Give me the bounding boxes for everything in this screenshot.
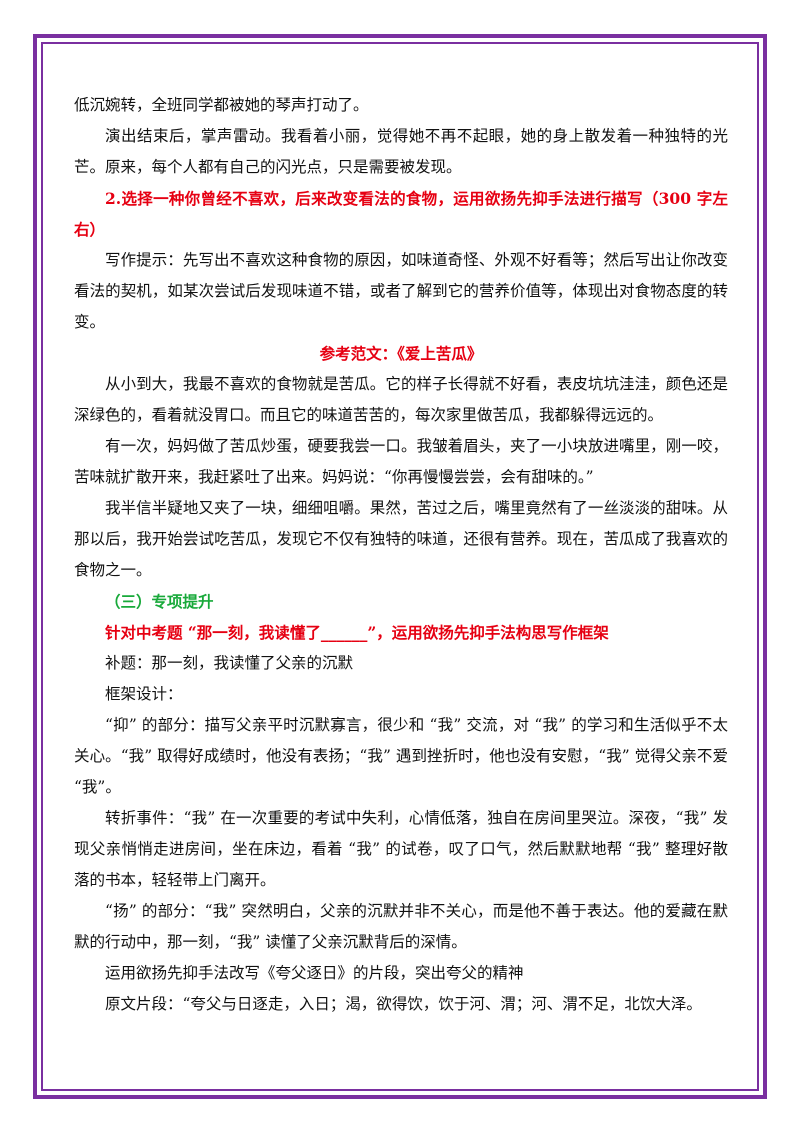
exercise-heading: 针对中考题 “那一刻，我读懂了______”，运用欲扬先抑手法构思写作框架 bbox=[105, 623, 609, 642]
paragraph: 从小到大，我最不喜欢的食物就是苦瓜。它的样子长得就不好看，表皮坑坑洼洼，颜色还是… bbox=[74, 375, 728, 424]
paragraph: 转折事件：“我” 在一次重要的考试中失利，心情低落，独自在房间里哭泣。深夜，“我… bbox=[74, 809, 728, 889]
paragraph: 补题：那一刻，我读懂了父亲的沉默 bbox=[105, 654, 354, 672]
paragraph: 低沉婉转，全班同学都被她的琴声打动了。 bbox=[74, 96, 369, 114]
paragraph: 运用欲扬先抑手法改写《夸父逐日》的片段，突出夸父的精神 bbox=[105, 964, 524, 982]
paragraph: 我半信半疑地又夹了一块，细细咀嚼。果然，苦过之后，嘴里竟然有了一丝淡淡的甜味。从… bbox=[74, 499, 728, 579]
paragraph: “抑” 的部分：描写父亲平时沉默寡言，很少和 “我” 交流，对 “我” 的学习和… bbox=[74, 716, 728, 796]
paragraph: 有一次，妈妈做了苦瓜炒蛋，硬要我尝一口。我皱着眉头，夹了一小块放进嘴里，刚一咬，… bbox=[74, 437, 728, 486]
paragraph: “扬” 的部分：“我” 突然明白，父亲的沉默并非不关心，而是他不善于表达。他的爱… bbox=[74, 902, 728, 951]
exercise-heading: 2.选择一种你曾经不喜欢，后来改变看法的食物，运用欲扬先抑手法进行描写（300 … bbox=[74, 189, 728, 239]
writing-hint: 写作提示：先写出不喜欢这种食物的原因，如味道奇怪、外观不好看等；然后写出让你改变… bbox=[74, 251, 728, 331]
page-border-inner bbox=[41, 42, 759, 1091]
document-body: 低沉婉转，全班同学都被她的琴声打动了。 演出结束后，掌声雷动。我看着小丽，觉得她… bbox=[74, 90, 728, 1020]
paragraph: 原文片段：“夸父与日逐走，入日；渴，欲得饮，饮于河、渭；河、渭不足，北饮大泽。 bbox=[105, 995, 702, 1013]
paragraph: 框架设计： bbox=[105, 685, 183, 703]
paragraph: 演出结束后，掌声雷动。我看着小丽，觉得她不再不起眼，她的身上散发着一种独特的光芒… bbox=[74, 127, 728, 176]
sample-essay-title: 参考范文：《爱上苦瓜》 bbox=[319, 344, 483, 363]
section-heading: （三）专项提升 bbox=[105, 592, 214, 611]
page-border-outer bbox=[33, 34, 767, 1099]
